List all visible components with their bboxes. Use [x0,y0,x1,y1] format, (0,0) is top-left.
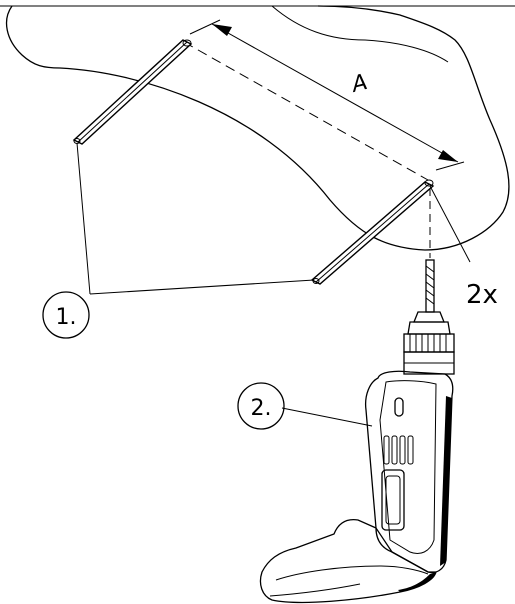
callout-1-bubble: 1. [42,291,90,339]
trigger-panel [381,469,405,531]
dimension-label: A [347,70,370,98]
drill-body [364,370,454,574]
arrowhead-left [212,24,232,36]
callout-2-bubble: 2. [237,382,285,430]
arrowhead-right [438,150,458,162]
wall-surface-outline [5,5,510,251]
rod-upper-left [72,39,193,145]
vent-slot [394,397,404,417]
rod-lower-right [310,179,435,285]
vent-grill [383,435,414,465]
callout-1-label: 1. [56,305,77,330]
dimension-extension-line-left [189,19,221,35]
dimension-arrow-line [211,23,459,163]
dimension-extension-line-right [435,161,465,171]
drill-chuck [403,311,455,375]
callout-1-leaders [76,142,315,295]
quantity-label: 2x [466,280,498,310]
drill-handle [259,518,437,604]
callout-2-leader [281,407,373,427]
callout-2-label: 2. [251,396,272,421]
drill-bit [425,259,435,313]
dimension-center-line [183,41,429,181]
dimension-a: A [183,19,465,181]
quantity-leader [429,185,471,263]
wall-surface-inner-edge [271,5,449,63]
